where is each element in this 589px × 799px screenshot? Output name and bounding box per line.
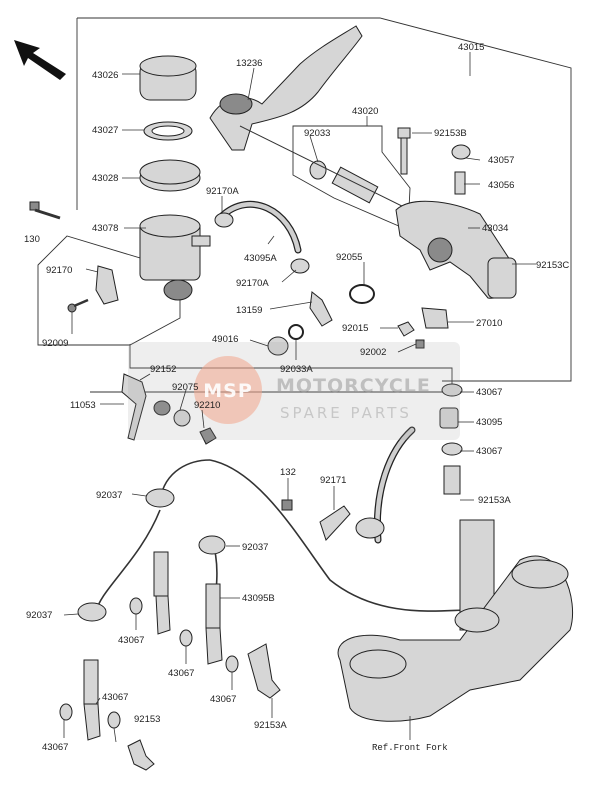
part-label: 27010	[476, 318, 502, 329]
direction-arrow-icon	[14, 40, 66, 80]
part-label: 43095B	[242, 593, 275, 604]
part-label: 43034	[482, 223, 508, 234]
part-label: 49016	[212, 334, 238, 345]
brake-lever-drawing	[209, 25, 363, 151]
part-label: 92153B	[434, 128, 467, 139]
part-label: 43067	[476, 446, 502, 457]
part-labels: 43015 43026 13236 43027 43020 92033 9215…	[24, 42, 569, 753]
part-label: 92153	[134, 714, 160, 725]
bolt-92153B-drawing	[397, 127, 411, 175]
fitting-13159-drawing	[309, 291, 333, 327]
reservoir-tank-drawing	[139, 214, 211, 301]
diaphragm-plate-drawing	[139, 159, 201, 192]
part-label: 43026	[92, 70, 118, 81]
part-label: 92170A	[206, 186, 239, 197]
part-label: 43056	[488, 180, 514, 191]
part-label: 92210	[194, 400, 220, 411]
part-label: 130	[24, 234, 40, 245]
reservoir-hose-drawing	[214, 200, 310, 274]
part-label: 43067	[168, 668, 194, 679]
part-label: 92153A	[478, 495, 511, 506]
part-label: 43095A	[244, 253, 277, 264]
part-label: 43057	[488, 155, 514, 166]
part-label: 43067	[102, 692, 128, 703]
part-label: 92152	[150, 364, 176, 375]
part-label: 92153A	[254, 720, 287, 731]
part-label: 43067	[210, 694, 236, 705]
part-label: 43020	[352, 106, 378, 117]
hose-clamp-92171-drawing	[281, 499, 385, 541]
washers-bolts-drawing	[59, 597, 281, 771]
part-label: 13159	[236, 305, 262, 316]
part-label: 92153C	[536, 260, 569, 271]
piston-assembly-drawing	[239, 125, 421, 216]
assembly-box-43015	[77, 17, 572, 382]
part-label: 43067	[118, 635, 144, 646]
part-label: 92037	[242, 542, 268, 553]
circlip-drawing	[288, 324, 304, 340]
part-label: 92033A	[280, 364, 313, 375]
watermark-logo-text: MSP	[203, 380, 253, 402]
part-label: 92170A	[236, 278, 269, 289]
part-label: 43067	[476, 387, 502, 398]
part-label: 43028	[92, 173, 118, 184]
o-ring-drawing	[349, 284, 375, 304]
reservoir-cap-drawing	[139, 55, 197, 101]
nut-92015-drawing	[397, 321, 415, 337]
part-label: 92037	[26, 610, 52, 621]
stay-bracket-drawing	[95, 265, 119, 305]
watermark: MSP MOTORCYCLE SPARE PARTS	[128, 342, 460, 440]
part-label: 92075	[172, 382, 198, 393]
part-label: 92171	[320, 475, 346, 486]
bracket-box-92170	[37, 235, 181, 346]
reference-label: Ref.Front Fork	[372, 743, 448, 753]
part-label: 92037	[96, 490, 122, 501]
part-label: 13236	[236, 58, 262, 69]
part-label: 92033	[304, 128, 330, 139]
watermark-line2: SPARE PARTS	[280, 404, 412, 422]
part-label: 43027	[92, 125, 118, 136]
leader-lines	[63, 52, 536, 743]
part-label: 92002	[360, 347, 386, 358]
part-label: 43078	[92, 223, 118, 234]
watermark-line1: MOTORCYCLE	[276, 375, 431, 397]
clamp-parts-drawing	[121, 373, 217, 445]
clamp-box-11053	[90, 344, 453, 393]
part-label: 92170	[46, 265, 72, 276]
part-label: 92009	[42, 338, 68, 349]
part-label: 92055	[336, 252, 362, 263]
part-label: 43095	[476, 417, 502, 428]
bleeder-drawing	[451, 144, 471, 195]
part-label: 92015	[342, 323, 368, 334]
part-label: 132	[280, 467, 296, 478]
master-cylinder-body-drawing	[395, 200, 517, 299]
screw-92009-drawing	[67, 298, 89, 313]
part-label: 43015	[458, 42, 484, 53]
front-fork-drawing	[337, 519, 574, 722]
watermark-logo-icon	[194, 356, 262, 424]
part-label: 11053	[70, 400, 96, 411]
brake-switch-drawing	[421, 307, 449, 329]
lower-brake-lines-drawing	[77, 459, 471, 741]
part-label: 43067	[42, 742, 68, 753]
bolt-130-drawing	[29, 201, 61, 220]
